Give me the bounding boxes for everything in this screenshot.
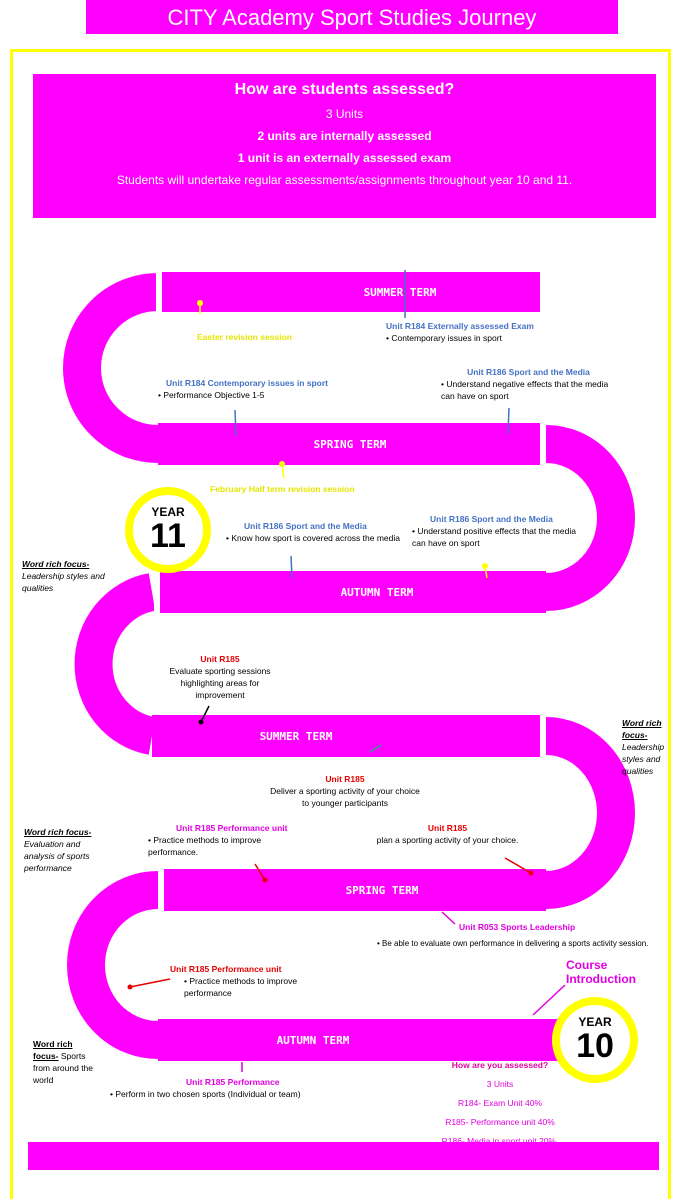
- word-rich-4-title: Word rich focus-: [33, 1039, 73, 1061]
- word-rich-2-text: Leadership styles and qualities: [622, 742, 665, 776]
- word-rich-1-title: Word rich focus-: [22, 559, 90, 569]
- term-spring-y10: SPRING TERM: [345, 884, 419, 897]
- year-10-badge: YEAR 10: [552, 997, 638, 1083]
- r185-plan-text: plan a sporting activity of your choice.: [376, 835, 519, 845]
- r184-exam-point: • Contemporary issues in sport: [386, 333, 502, 343]
- word-rich-1: Word rich focus- Leadership styles and q…: [22, 558, 122, 594]
- word-rich-2: Word rich focus- Leadership styles and q…: [622, 717, 672, 777]
- r184-exam-block: Unit R184 Externally assessed Exam • Con…: [386, 320, 576, 344]
- how-assessed-block: How are you assessed? 3 Units R184- Exam…: [430, 1056, 570, 1151]
- r186-positive-point: • Understand positive effects that the m…: [412, 526, 576, 548]
- term-summer-y11: SUMMER TERM: [363, 286, 437, 299]
- assessment-external: 1 unit is an externally assessed exam: [237, 151, 452, 165]
- word-rich-2-title: Word rich focus-: [622, 718, 662, 740]
- how-assessed-title: How are you assessed?: [451, 1060, 549, 1070]
- word-rich-1-text: Leadership styles and qualities: [22, 571, 105, 593]
- r184-ci-title: Unit R184 Contemporary issues in sport: [166, 378, 329, 388]
- feb-half-term-revision: February Half term revision session: [210, 484, 355, 494]
- year-11-badge: YEAR 11: [125, 487, 211, 573]
- page-title: CITY Academy Sport Studies Journey: [86, 0, 618, 34]
- term-autumn-y11: AUTUMN TERM: [340, 586, 414, 599]
- r185-perf-title: Unit R185 Performance unit: [176, 823, 288, 833]
- r185-perf2-title: Unit R185 Performance unit: [170, 964, 282, 974]
- how-assessed-r184: R184- Exam Unit 40%: [457, 1098, 543, 1108]
- year-10-label: YEAR: [578, 1015, 612, 1029]
- year-10-number: 10: [576, 1027, 614, 1065]
- word-rich-3-text: Evaluation and analysis of sports perfor…: [24, 839, 90, 873]
- r186-positive-title: Unit R186 Sport and the Media: [430, 514, 553, 524]
- r185-plan-title: Unit R185: [427, 823, 468, 833]
- word-rich-3: Word rich focus- Evaluation and analysis…: [24, 826, 94, 874]
- term-spring-y11: SPRING TERM: [313, 438, 387, 451]
- year-11-label: YEAR: [151, 505, 185, 519]
- yellow-border-right: [668, 49, 671, 1199]
- year-11-number: 11: [150, 517, 186, 555]
- r185-deliver-text: Deliver a sporting activity of your choi…: [270, 786, 420, 808]
- r185-perf3-point: • Perform in two chosen sports (Individu…: [110, 1089, 301, 1099]
- yellow-border-top: [10, 49, 671, 52]
- r053-point: • Be able to evaluate own performance in…: [377, 939, 649, 948]
- r185-perf3-title: Unit R185 Performance: [186, 1077, 280, 1087]
- how-assessed-r186: R186- Media in sport unit 20%.: [441, 1136, 559, 1146]
- easter-revision: Easter revision session: [197, 332, 292, 342]
- yellow-border-left: [10, 49, 13, 1199]
- r185-deliver-block: Unit R185 Deliver a sporting activity of…: [270, 773, 420, 809]
- term-autumn-y10: AUTUMN TERM: [276, 1034, 350, 1047]
- r185-perf2-point: • Practice methods to improve performanc…: [184, 976, 298, 998]
- assessment-note: Students will undertake regular assessme…: [116, 173, 573, 187]
- r185-perf-point: • Practice methods to improve performanc…: [148, 835, 262, 857]
- r185-evaluate-title: Unit R185: [200, 654, 240, 664]
- r186-know-point: • Know how sport is covered across the m…: [226, 533, 401, 543]
- how-assessed-r185: R185- Performance unit 40%: [445, 1117, 555, 1127]
- r053-title: Unit R053 Sports Leadership: [459, 922, 576, 932]
- r185-perf2-block: Unit R185 Performance unit • Practice me…: [166, 963, 306, 999]
- r185-perf3-block: Unit R185 Performance • Perform in two c…: [110, 1076, 350, 1100]
- r186-positive-block: Unit R186 Sport and the Media • Understa…: [412, 513, 577, 549]
- r185-evaluate-text: Evaluate sporting sessions highlighting …: [169, 666, 271, 700]
- r186-negative-block: Unit R186 Sport and the Media • Understa…: [441, 366, 616, 402]
- r184-ci-point: • Performance Objective 1-5: [158, 390, 265, 400]
- word-rich-4-text: Sports from around the world: [33, 1051, 94, 1085]
- assessment-units: 3 Units: [325, 107, 364, 121]
- word-rich-4: Word rich focus- Sports from around the …: [33, 1038, 93, 1086]
- word-rich-3-title: Word rich focus-: [24, 827, 92, 837]
- r185-evaluate-block: Unit R185 Evaluate sporting sessions hig…: [160, 653, 280, 701]
- r186-negative-point: • Understand negative effects that the m…: [441, 379, 609, 401]
- r186-negative-title: Unit R186 Sport and the Media: [467, 367, 590, 377]
- r184-ci-block: Unit R184 Contemporary issues in sport •…: [158, 377, 358, 401]
- assessment-internal: 2 units are internally assessed: [257, 129, 432, 143]
- r185-perf-block: Unit R185 Performance unit • Practice me…: [148, 822, 298, 858]
- r186-know-title: Unit R186 Sport and the Media: [244, 521, 367, 531]
- assessment-box: How are students assessed? 3 Units 2 uni…: [33, 74, 656, 218]
- how-assessed-units: 3 Units: [486, 1079, 514, 1089]
- footer-bar: [28, 1142, 659, 1170]
- course-introduction: Course Introduction: [566, 958, 636, 986]
- r186-know-block: Unit R186 Sport and the Media • Know how…: [226, 520, 401, 544]
- r185-deliver-title: Unit R185: [325, 774, 365, 784]
- term-summer-y10: SUMMER TERM: [259, 730, 333, 743]
- r185-plan-block: Unit R185 plan a sporting activity of yo…: [365, 822, 530, 846]
- assessment-heading: How are students assessed?: [234, 81, 455, 98]
- r184-exam-title: Unit R184 Externally assessed Exam: [386, 321, 534, 331]
